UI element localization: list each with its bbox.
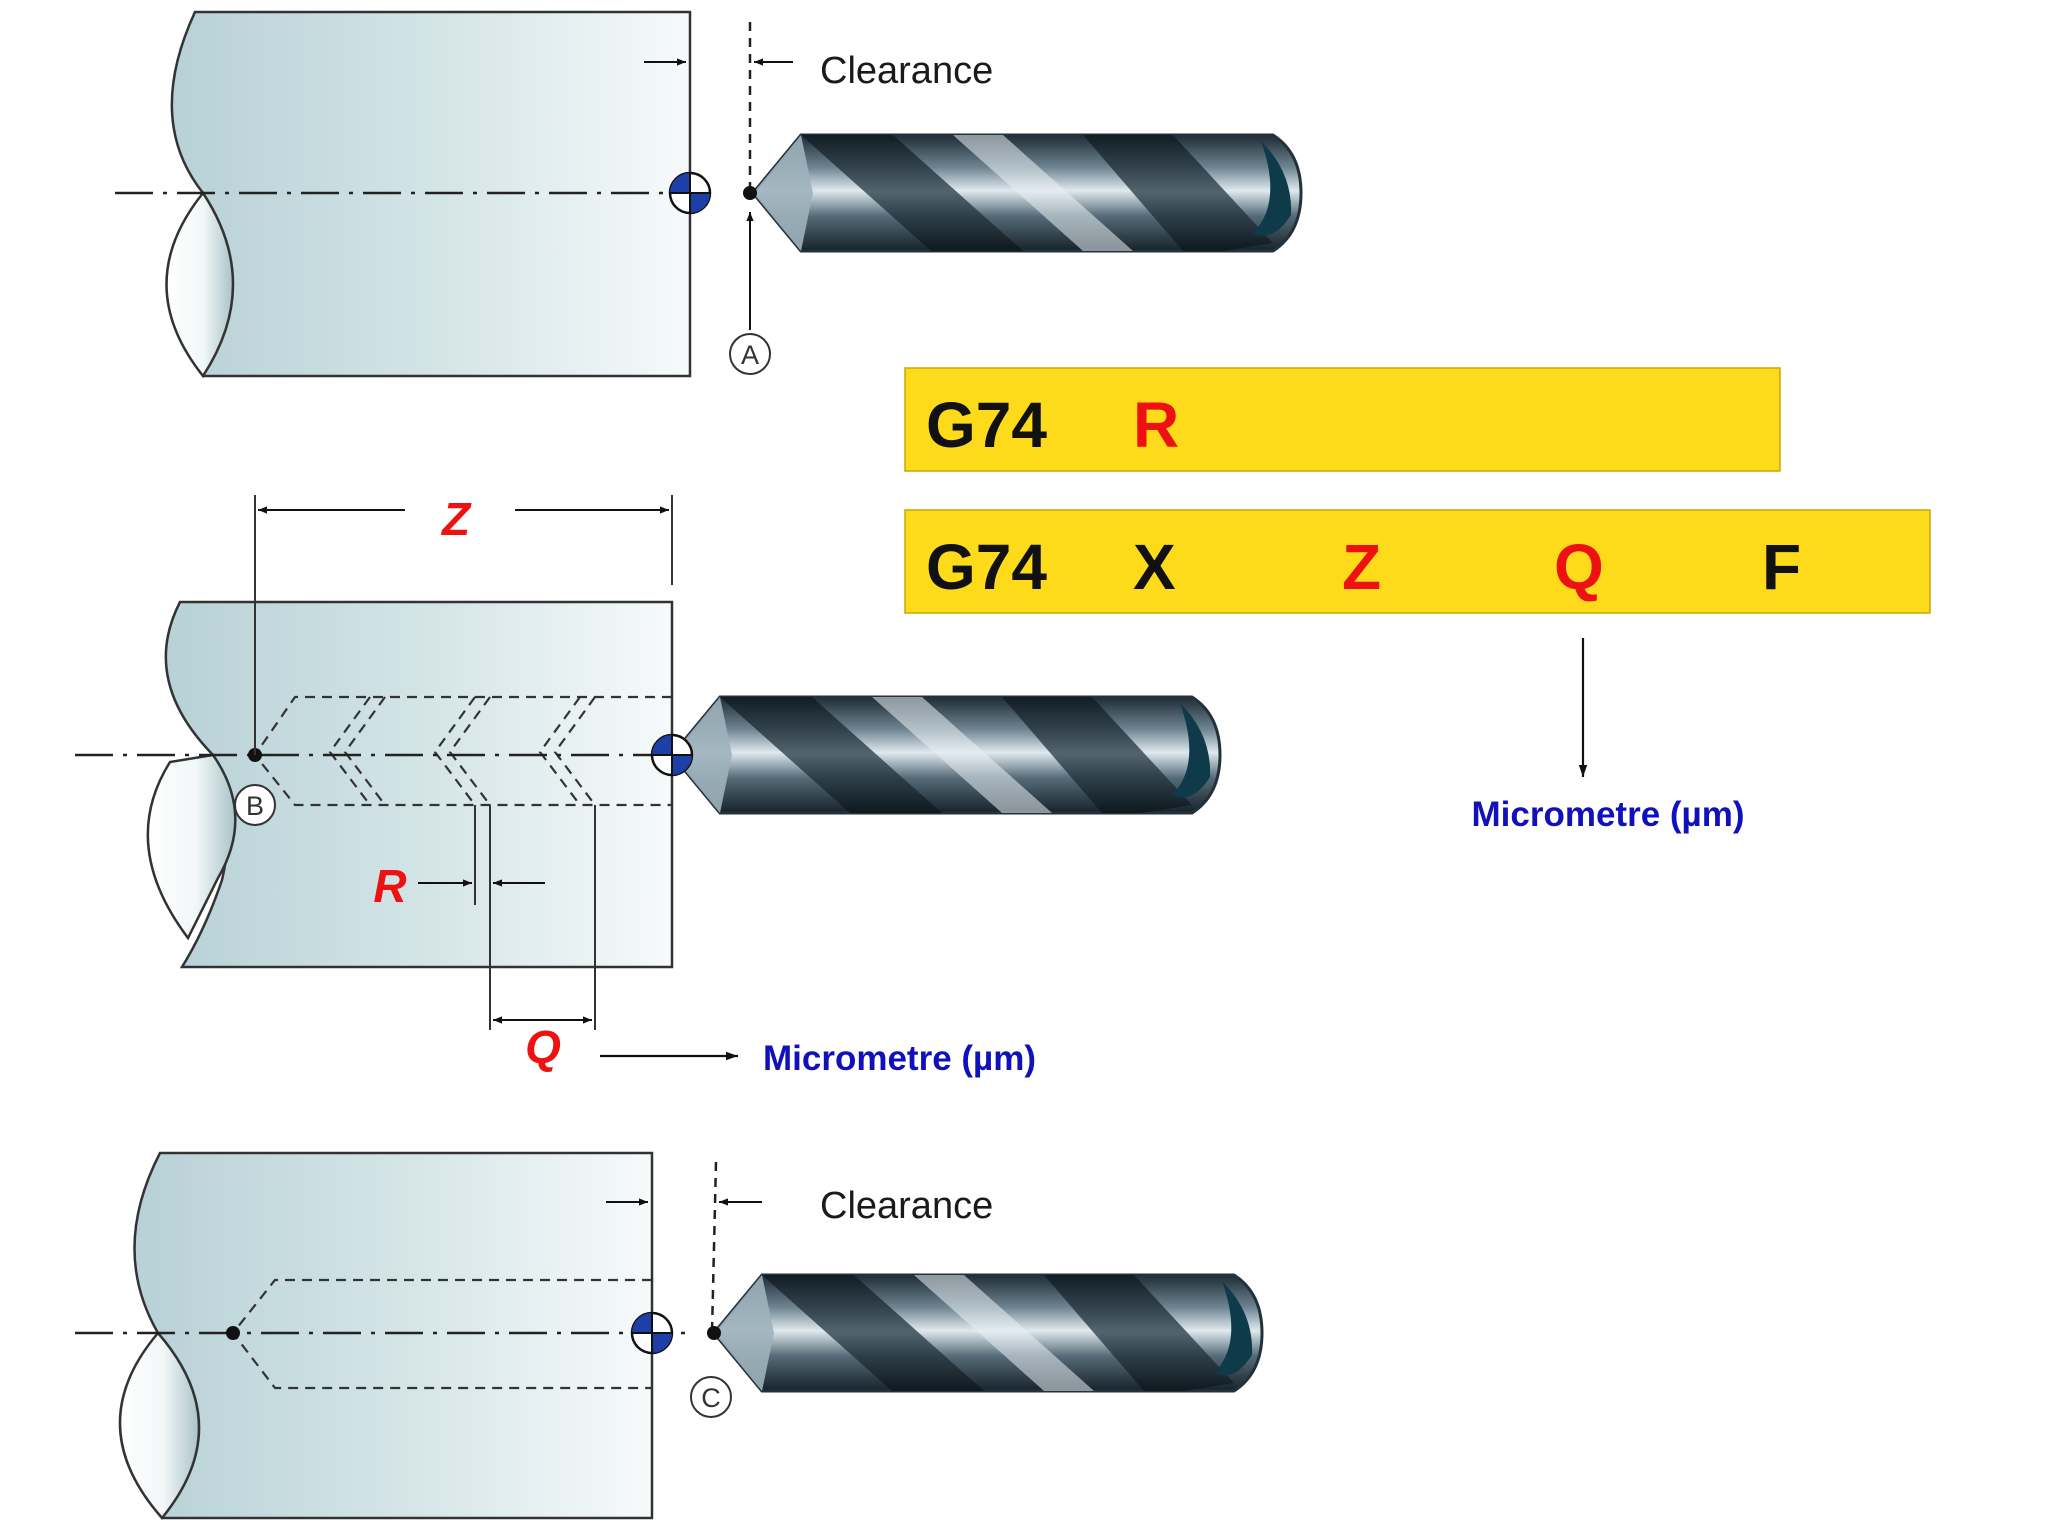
r-dimension-label: R (373, 860, 406, 912)
code-1-cmd: G74 (926, 389, 1047, 461)
datum-marker-icon (630, 1311, 674, 1355)
code-2-f: F (1762, 531, 1801, 603)
code-2-z: Z (1342, 531, 1381, 603)
workpiece-top-cap (165, 190, 235, 379)
drill-bit-icon (751, 133, 1303, 253)
code-1-r: R (1133, 389, 1179, 461)
middle-view: B Z R Q Micrometre (µm) (75, 493, 1222, 1078)
clearance-label-top: Clearance (820, 50, 993, 92)
workpiece-middle (164, 600, 674, 969)
workpiece-bottom-cap (118, 1331, 201, 1520)
drill-bit-icon (670, 695, 1222, 815)
code-2-q: Q (1554, 531, 1604, 603)
bottom-view: Clearance C (75, 1151, 1264, 1520)
datum-marker-icon (668, 171, 712, 215)
point-b-label: B (246, 791, 264, 821)
drill-bit-icon (712, 1273, 1264, 1393)
workpiece-bottom (133, 1151, 654, 1520)
code-2-x: X (1133, 531, 1176, 603)
q-unit-label: Micrometre (µm) (763, 1039, 1036, 1078)
code-line-1: G74 R (904, 367, 1781, 472)
z-dimension-label: Z (440, 493, 472, 545)
datum-marker-icon (650, 733, 694, 777)
code-2-cmd: G74 (926, 531, 1047, 603)
point-c-label: C (701, 1383, 721, 1413)
point-a-label: A (741, 340, 759, 370)
workpiece-middle-cap (146, 753, 237, 941)
code-unit-label: Micrometre (µm) (1472, 795, 1745, 834)
top-view: Clearance A (115, 10, 1303, 379)
clearance-label-bottom: Clearance (820, 1185, 993, 1227)
code-line-2: G74 X Z Q F (904, 509, 1931, 614)
q-dimension-label: Q (525, 1021, 561, 1073)
